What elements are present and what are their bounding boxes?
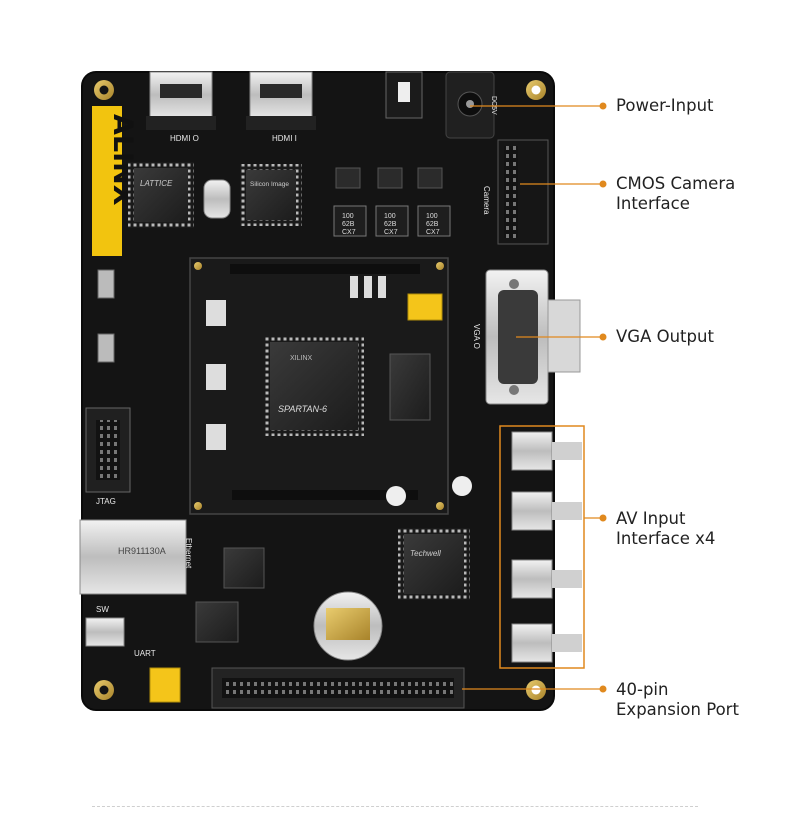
ethernet-jack: HR911130A Ethernet [79, 519, 193, 595]
jtag-header: JTAG [85, 407, 131, 506]
svg-text:62B: 62B [426, 221, 439, 228]
av-input-connectors [511, 431, 582, 663]
usb-power-switch: SW [85, 605, 125, 647]
usb-uart-chip [195, 601, 239, 643]
sw-silk: SW [96, 605, 109, 614]
av-input-highlight-box [499, 425, 585, 669]
callout-cmos-line1: CMOS Camera [616, 174, 736, 193]
crystal-oscillator [203, 179, 231, 219]
alinx-logo: ALINX [92, 106, 138, 256]
callout-av-line1: AV Input [616, 509, 686, 528]
dot-expansion-port [599, 685, 607, 693]
svg-text:CX7: CX7 [384, 229, 398, 236]
jtag-silk: JTAG [96, 497, 116, 506]
svg-text:62B: 62B [342, 221, 355, 228]
callout-expansion-line2: Expansion Port [616, 700, 739, 719]
callout-av-line2: Interface x4 [616, 529, 716, 548]
svg-text:100: 100 [426, 213, 438, 220]
cmos-camera-header: Camera [482, 139, 549, 245]
lattice-label: LATTICE [140, 179, 173, 188]
uart-connector: UART [134, 649, 181, 703]
fpga-core-board: SPARTAN-6 XILINX [189, 257, 472, 515]
expansion-header-40pin [211, 667, 465, 709]
vga-silk: VGA O [472, 324, 481, 349]
svg-text:62B: 62B [384, 221, 397, 228]
bottom-divider [92, 806, 698, 807]
hdmi0-silk: HDMI O [170, 134, 199, 143]
callout-power-input: Power-Input [616, 96, 714, 116]
power-switch [385, 71, 423, 119]
ethernet-silk: Ethernet [184, 538, 193, 569]
svg-text:100: 100 [342, 213, 354, 220]
fpga-brand-label: XILINX [290, 355, 313, 362]
callout-vga-line1: VGA Output [616, 327, 714, 346]
uart-silk: UART [134, 649, 156, 658]
dot-cmos-camera [599, 180, 607, 188]
rj45-label: HR911130A [118, 546, 166, 556]
svg-text:CX7: CX7 [342, 229, 356, 236]
camera-silk: Camera [482, 186, 491, 215]
silicon-image-label: Silicon Image [250, 181, 289, 188]
dc-power-jack: DC5V [445, 71, 497, 139]
svg-text:100: 100 [384, 213, 396, 220]
silicon-image-chip: Silicon Image [240, 164, 302, 226]
dot-vga-output [599, 333, 607, 341]
ethernet-phy-chip [223, 547, 265, 589]
techwell-decoder-chip: Techwell [398, 528, 470, 600]
callout-vga-output: VGA Output [616, 327, 714, 347]
dot-power-input [599, 102, 607, 110]
voltage-regulators [335, 167, 443, 189]
push-buttons [97, 269, 115, 363]
lattice-chip: LATTICE [128, 162, 194, 228]
callout-cmos-line2: Interface [616, 194, 690, 213]
fpga-chip-label: SPARTAN-6 [278, 404, 327, 414]
techwell-label: Techwell [410, 549, 441, 558]
hdmi1-silk: HDMI I [272, 134, 297, 143]
callout-expansion-line1: 40-pin [616, 680, 669, 699]
hdmi-in-connector: HDMI I [246, 71, 316, 143]
svg-text:CX7: CX7 [426, 229, 440, 236]
callout-leaders [462, 102, 607, 693]
hdmi-out-connector: HDMI O [146, 71, 216, 143]
dot-av-input [599, 514, 607, 522]
rtc-battery-holder [313, 591, 383, 661]
mounting-holes [94, 80, 546, 700]
callout-power-input-line1: Power-Input [616, 96, 714, 115]
